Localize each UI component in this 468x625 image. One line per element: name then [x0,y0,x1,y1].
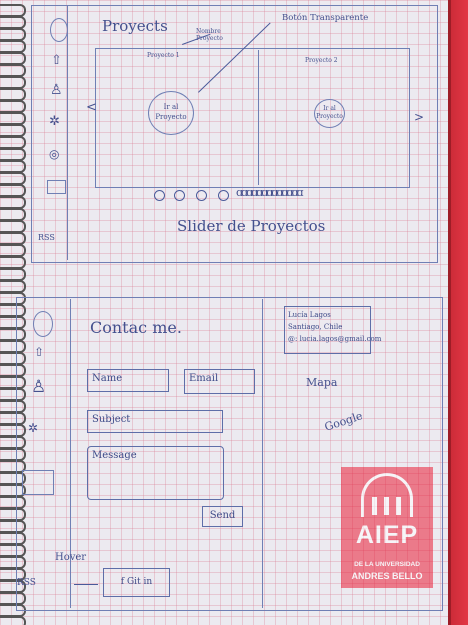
contact-sidebar-divider [70,299,71,608]
slider-next-arrow[interactable]: > [414,110,425,124]
logo-column-icon [384,497,389,515]
mail-icon[interactable] [47,180,66,194]
home-icon[interactable]: ⇧ [51,53,62,68]
hover-annotation: Hover [55,552,87,563]
rss-label-bottom[interactable]: RSS [17,578,36,588]
contact-name: Lucía Lagos [288,311,331,319]
slider-dot-2[interactable] [174,190,185,201]
logo-brand: AIEP [355,521,419,549]
name-input[interactable]: Name [87,369,169,392]
slider-prev-arrow[interactable]: < [86,100,97,115]
contact-column-divider [262,299,263,608]
go-to-project-2-button[interactable]: Ir al Proyecto [314,99,345,128]
annotation-boton-transparente: Botón Transparente [282,13,369,23]
logo-column-icon [372,497,377,515]
logo-circle-icon-bottom[interactable] [33,311,53,337]
projects-slider [95,48,410,188]
email-input[interactable]: Email [184,369,255,394]
go-to-project-1-button[interactable]: Ir al Proyecto [148,91,194,135]
hover-arrow [74,584,98,585]
eye-icon[interactable]: ◎ [49,147,60,161]
gear-icon-bottom[interactable]: ✲ [28,421,39,435]
user-icon-bottom[interactable]: ♙ [31,377,47,397]
spiral-binding [0,0,26,625]
red-notebook-tab [448,0,468,625]
slider-dot-4[interactable] [218,190,229,201]
slide-label-project-2: Proyecto 2 [305,57,338,64]
slide-label-project-1: Proyecto 1 [147,52,180,59]
map-label: Mapa [306,376,338,389]
social-buttons[interactable]: f Git in [103,568,170,597]
contact-heading: Contac me. [90,318,182,337]
mail-icon-bottom[interactable] [22,470,54,495]
contact-location: Santiago, Chile [288,323,343,331]
slider-dot-1[interactable] [154,190,165,201]
annotation-nombre-proyecto: Nombre Proyecto [196,28,223,42]
projects-title: Proyects [102,17,168,35]
projects-sidebar-divider [67,6,68,260]
logo-line-2: ANDRES BELLO [351,571,423,581]
contact-email[interactable]: @: lucia.lagos@gmail.com [288,335,382,343]
send-button[interactable]: Send [202,506,243,527]
logo-circle-icon[interactable] [50,18,68,42]
contact-info-box: Lucía Lagos Santiago, Chile @: lucia.lag… [284,306,382,354]
logo-line-1: DE LA UNIVERSIDAD [354,561,420,568]
message-textarea[interactable]: Message [87,446,224,500]
gear-icon[interactable]: ✲ [49,114,60,129]
rss-label-top[interactable]: RSS [38,233,55,242]
home-icon-bottom[interactable]: ⇧ [34,345,45,359]
slider-dot-3[interactable] [196,190,207,201]
subject-input[interactable]: Subject [87,410,223,433]
slider-caption: Slider de Proyectos [177,217,326,235]
logo-arch-icon [361,473,413,517]
spiral-ring [0,616,26,625]
logo-column-icon [396,497,401,515]
projects-wireframe [31,5,438,263]
aiep-logo: AIEP DE LA UNIVERSIDAD ANDRES BELLO [341,467,433,588]
contact-wireframe [16,297,443,611]
slider-dots-more: ɑɑɑɑɑɑɑɑɑɑɑɑɑ [236,186,304,199]
user-icon[interactable]: ♙ [50,82,63,98]
slider-divider [258,50,259,185]
